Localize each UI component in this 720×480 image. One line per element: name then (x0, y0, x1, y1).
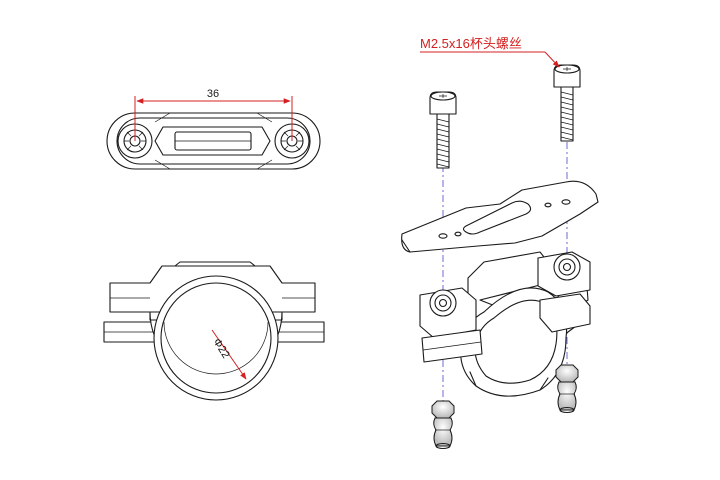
top-view: 36 (106, 88, 321, 170)
screw-callout-label: M2.5x16杯头螺丝 (420, 36, 522, 51)
dimension-36-label: 36 (207, 88, 219, 100)
right-screw (553, 64, 581, 142)
clamp-body (419, 251, 591, 397)
exploded-view: M2.5x16杯头螺丝 (401, 36, 599, 450)
mounting-plate (401, 180, 599, 253)
screw-callout: M2.5x16杯头螺丝 (420, 36, 560, 68)
left-screw (429, 91, 457, 169)
side-view-clamp-ring (149, 275, 283, 401)
side-view: Φ22 (103, 261, 325, 401)
right-damper (555, 364, 579, 414)
dimension-36: 36 (134, 88, 293, 141)
left-damper (431, 400, 455, 450)
